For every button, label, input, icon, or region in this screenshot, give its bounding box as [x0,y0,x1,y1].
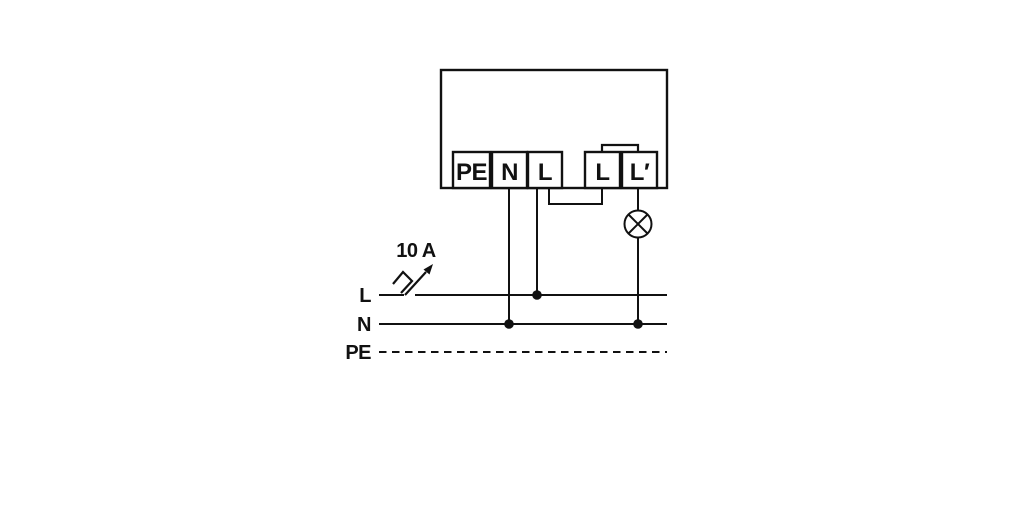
breaker-rating-label: 10 A [396,240,436,262]
lamp-icon [623,209,653,239]
terminal-l-prime-label: L′ [630,159,650,186]
lamp-cross-2 [627,213,649,235]
jumper-l-to-switch [548,188,603,205]
terminal-l-prime: L′ [620,150,659,190]
breaker-blade [404,271,427,296]
bus-pe-label: PE [345,342,371,364]
bus-n-label: N [357,314,371,336]
terminal-n: N [490,150,529,190]
bus-n: N [357,314,667,336]
terminal-l-switch-in-label: L [595,159,609,186]
circuit-breaker-icon: 10 A [392,240,436,296]
terminal-pe-box [451,150,492,190]
terminal-l: L [526,150,564,190]
internal-contact-bracket [600,143,640,152]
breaker-arrowhead [423,264,433,275]
bus-l-label: L [359,285,371,307]
terminal-n-label: N [501,159,518,186]
bus-pe: PE [345,342,667,364]
terminal-l-switch-in: L [583,150,622,190]
terminal-pe: PE [451,150,492,190]
terminal-l-box [526,150,564,190]
junction-dot [504,319,514,329]
terminal-l-prime-box [620,150,659,190]
breaker-latch-hook [392,270,414,294]
terminal-l-label: L [538,159,552,186]
junction-dot [532,290,542,300]
terminal-pe-label: PE [456,159,488,186]
terminal-l-switch-in-box [583,150,622,190]
junction-dot [633,319,643,329]
